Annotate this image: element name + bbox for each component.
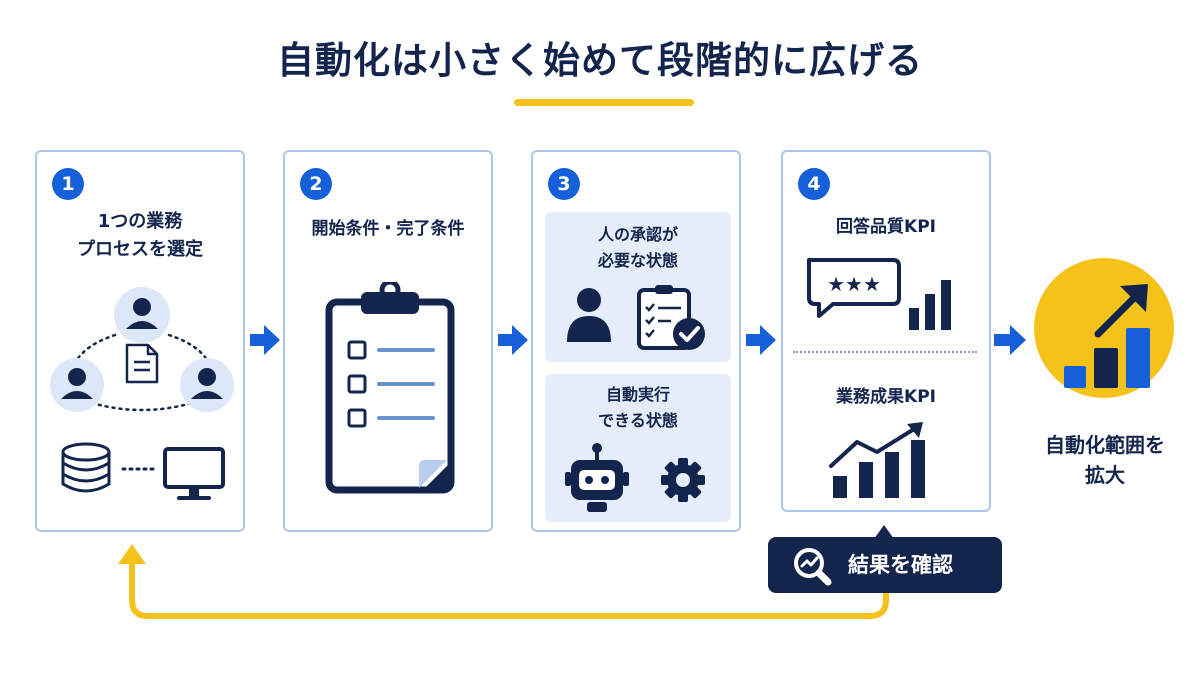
user-icon	[50, 358, 104, 412]
step-card-3: 3 人の承認が 必要な状態 自動実行 できる状態	[531, 150, 741, 532]
step-1-title-line1: 1つの業務	[97, 211, 183, 232]
review-stars-icon: ★★★	[807, 258, 901, 318]
flow-arrow-icon	[994, 325, 1026, 355]
confirm-results-button[interactable]: 結果を確認	[768, 537, 1002, 593]
step-card-4: 4 回答品質KPI ★★★ 業務成果KPI	[781, 150, 991, 512]
automation-illustration	[565, 443, 705, 512]
process-network-illustration	[50, 287, 234, 500]
step-number-badge: 2	[300, 168, 332, 200]
confirm-results-label: 結果を確認	[848, 553, 953, 577]
monitor-icon	[163, 447, 225, 500]
user-icon	[114, 287, 170, 343]
auto-executable-panel: 自動実行 できる状態	[545, 374, 731, 522]
document-icon	[125, 343, 159, 384]
bar-chart-icon	[909, 280, 951, 330]
step-number-badge: 1	[52, 168, 84, 200]
kpi-divider	[793, 351, 977, 353]
approval-label-line2: 必要な状態	[597, 251, 678, 270]
flow-arrow-icon	[250, 325, 280, 355]
step-2-title: 開始条件・完了条件	[311, 219, 465, 239]
card-pointer	[874, 525, 894, 539]
clipboard-checklist-icon	[325, 282, 455, 494]
step-number-badge: 4	[798, 168, 830, 200]
automatable-label-line1: 自動実行	[605, 385, 670, 404]
page-title: 自動化は小さく始めて段階的に広げる	[277, 39, 923, 82]
step-card-2: 2 開始条件・完了条件	[283, 150, 493, 532]
feedback-loop-arrow	[118, 544, 889, 619]
growth-bars-arrow-icon	[1064, 284, 1150, 388]
step-1-title-line2: プロセスを選定	[77, 239, 203, 260]
svg-text:★★★: ★★★	[827, 272, 881, 296]
quality-kpi-label: 回答品質KPI	[836, 217, 936, 237]
automatable-label-line2: できる状態	[598, 411, 678, 430]
database-icon	[61, 442, 111, 493]
result-label-line2: 拡大	[1085, 463, 1125, 487]
step-card-1: 1 1つの業務 プロセスを選定	[35, 150, 245, 532]
approval-label-line1: 人の承認が	[597, 225, 678, 244]
approval-illustration	[567, 285, 705, 350]
robot-icon	[565, 443, 629, 512]
growth-chart-icon	[829, 422, 925, 498]
user-icon	[567, 288, 611, 342]
checklist-check-icon	[637, 285, 705, 350]
user-icon	[180, 358, 234, 412]
business-kpi-label: 業務成果KPI	[836, 387, 936, 407]
result-label: 自動化範囲を 拡大	[1020, 430, 1190, 490]
rating-chart-illustration: ★★★	[807, 258, 951, 330]
magnifier-chart-icon	[794, 548, 832, 586]
approval-required-panel: 人の承認が 必要な状態	[545, 212, 731, 362]
step-number-badge: 3	[548, 168, 580, 200]
title-underline	[514, 99, 694, 106]
result-label-line1: 自動化範囲を	[1045, 433, 1165, 457]
flow-arrow-icon	[746, 325, 776, 355]
flow-arrow-icon	[498, 325, 528, 355]
gear-icon	[661, 458, 705, 502]
